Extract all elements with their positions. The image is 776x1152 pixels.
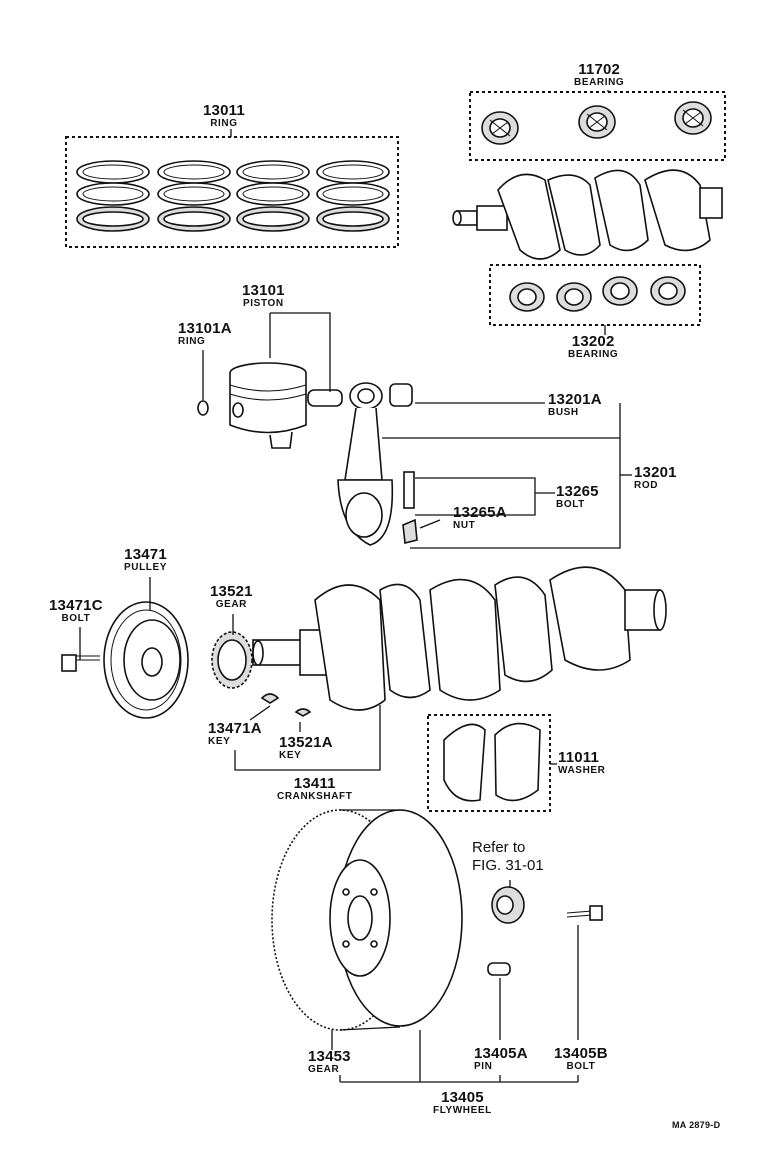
leader-lines <box>79 90 632 1083</box>
label-pulley-bolt: 13471C BOLT <box>49 598 103 624</box>
part-name: ROD <box>634 480 659 491</box>
crankshaft-top-drawing <box>452 169 723 260</box>
label-gear-key: 13521A KEY <box>279 735 333 761</box>
part-number: 13201 <box>634 464 677 481</box>
part-name: NUT <box>453 520 476 531</box>
thrust-washer-drawing <box>427 714 551 812</box>
main-bearing-drawing <box>469 91 726 161</box>
flywheel-drawing <box>271 809 463 1031</box>
part-name: PISTON <box>243 298 284 309</box>
part-name: WASHER <box>558 765 606 776</box>
part-number: 13521A <box>279 734 333 751</box>
label-main-bearing: 11702 BEARING <box>574 62 624 88</box>
part-number: 13265A <box>453 504 507 521</box>
part-name: GEAR <box>308 1064 340 1075</box>
label-timing-gear: 13521 GEAR <box>210 584 253 610</box>
connecting-rod-drawing <box>337 382 418 546</box>
part-number: 13453 <box>308 1048 351 1065</box>
part-number: 13471C <box>49 597 103 614</box>
label-flywheel-pin: 13405A PIN <box>474 1046 528 1072</box>
part-name: FLYWHEEL <box>433 1105 492 1116</box>
part-name: RING <box>178 336 206 347</box>
label-crankshaft: 13411 CRANKSHAFT <box>277 776 352 802</box>
label-ring-gear: 13453 GEAR <box>308 1049 351 1075</box>
part-name: PIN <box>474 1061 493 1072</box>
label-piston: 13101 PISTON <box>242 283 285 309</box>
part-name: GEAR <box>215 599 247 610</box>
part-name: CRANKSHAFT <box>277 791 353 802</box>
part-number: 13411 <box>293 775 336 792</box>
part-number: 13265 <box>556 483 599 500</box>
reference-note: Refer to FIG. 31-01 <box>472 840 544 873</box>
label-bush: 13201A BUSH <box>548 392 602 418</box>
part-name: BUSH <box>548 407 579 418</box>
label-rod-nut: 13265A NUT <box>453 505 507 531</box>
part-number: 13405A <box>474 1045 528 1062</box>
part-number: 13201A <box>548 391 602 408</box>
part-name: BOLT <box>61 613 91 624</box>
part-number: 13405B <box>554 1045 608 1062</box>
label-flywheel: 13405 FLYWHEEL <box>433 1090 492 1116</box>
part-name: BOLT <box>566 1061 596 1072</box>
label-rod-bolt: 13265 BOLT <box>556 484 599 510</box>
part-number: 13101 <box>242 282 285 299</box>
part-name: PULLEY <box>124 562 168 573</box>
pulley-drawing <box>61 601 189 719</box>
label-thrust-washer: 11011 WASHER <box>558 750 606 776</box>
part-number: 13471A <box>208 720 262 737</box>
part-number: 11011 <box>558 749 600 766</box>
part-name: BEARING <box>574 77 625 88</box>
figure-code: MA 2879-D <box>672 1120 721 1130</box>
part-number: 13405 <box>441 1089 484 1106</box>
part-name: RING <box>210 118 238 129</box>
reference-line1: Refer to <box>472 839 526 856</box>
reference-line2: FIG. 31-01 <box>472 857 544 874</box>
label-rod: 13201 ROD <box>634 465 677 491</box>
label-piston-pin-ring: 13101A RING <box>178 321 232 347</box>
flywheel-small-parts-drawing <box>487 886 603 976</box>
part-name: BEARING <box>568 349 619 360</box>
part-number: 13101A <box>178 320 232 337</box>
label-pulley-key: 13471A KEY <box>208 721 262 747</box>
piston-drawing <box>197 362 343 449</box>
label-ring-set: 13011 RING <box>203 103 245 129</box>
ring-set-drawing <box>65 136 399 248</box>
part-number: 11702 <box>578 61 621 78</box>
rod-bearing-drawing <box>489 264 701 326</box>
part-name: KEY <box>279 750 302 761</box>
part-number: 13471 <box>124 546 167 563</box>
part-number: 13521 <box>210 583 253 600</box>
timing-gear-drawing <box>211 631 312 717</box>
part-name: KEY <box>208 736 231 747</box>
part-number: 13202 <box>571 333 615 350</box>
part-number: 13011 <box>203 102 245 119</box>
label-rod-bearing: 13202 BEARING <box>568 334 618 360</box>
part-name: BOLT <box>556 499 585 510</box>
label-flywheel-bolt: 13405B BOLT <box>554 1046 608 1072</box>
label-pulley: 13471 PULLEY <box>124 547 167 573</box>
crankshaft-drawing <box>252 566 667 711</box>
